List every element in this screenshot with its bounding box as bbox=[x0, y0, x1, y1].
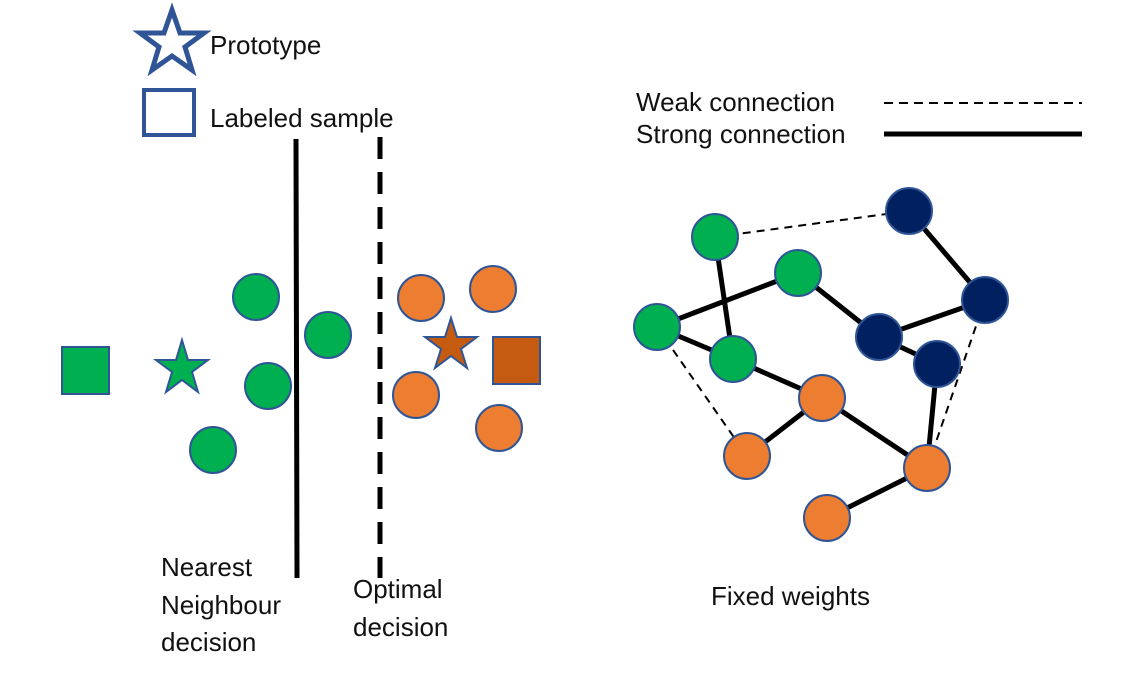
weak-edge bbox=[714, 210, 910, 238]
nn-caption-line-1: Nearest bbox=[161, 552, 253, 582]
graph-node-green bbox=[774, 249, 822, 297]
nearest-neighbour-boundary bbox=[293, 138, 300, 579]
graph-node-navy bbox=[885, 187, 933, 235]
graph-node-navy bbox=[913, 340, 961, 388]
graph-node-orange bbox=[798, 374, 846, 422]
orange-class-samples bbox=[392, 265, 541, 452]
legend-shapes bbox=[132, 2, 212, 137]
optimal-caption-line-1: Optimal bbox=[353, 574, 443, 604]
green-sample-1 bbox=[232, 273, 280, 321]
labeled-sample-label: Labeled sample bbox=[210, 103, 394, 133]
optimal-caption-line-2: decision bbox=[353, 612, 448, 642]
weak-edge bbox=[926, 299, 986, 469]
green-labeled-square bbox=[61, 346, 110, 395]
weak-connection-label: Weak connection bbox=[636, 87, 835, 117]
nn-caption-line-3: decision bbox=[161, 627, 256, 657]
graph-nodes bbox=[633, 187, 1009, 542]
green-sample-3 bbox=[244, 362, 292, 410]
graph-node-navy bbox=[961, 276, 1009, 324]
graph-node-navy bbox=[855, 313, 903, 361]
graph-node-green bbox=[633, 303, 681, 351]
strong-connection-label: Strong connection bbox=[636, 119, 846, 149]
orange-prototype-star bbox=[422, 314, 480, 371]
weak-edge bbox=[656, 326, 748, 457]
optimal-decision-caption: Optimal decision bbox=[353, 574, 450, 642]
graph-node-green bbox=[691, 213, 739, 261]
prototype-star-icon bbox=[132, 2, 212, 77]
graph-node-green bbox=[709, 335, 757, 383]
weak-edges bbox=[656, 210, 986, 469]
graph-node-orange bbox=[723, 432, 771, 480]
labeled-sample-square-icon bbox=[142, 88, 196, 137]
prototype-label: Prototype bbox=[210, 30, 321, 60]
green-sample-4 bbox=[189, 426, 237, 474]
orange-sample-2 bbox=[469, 265, 517, 313]
orange-sample-4 bbox=[475, 404, 523, 452]
nn-caption-line-2: Neighbour bbox=[161, 590, 281, 620]
strong-edge bbox=[656, 270, 799, 330]
graph-node-orange bbox=[803, 494, 851, 542]
graph-node-orange bbox=[903, 444, 951, 492]
orange-sample-3 bbox=[392, 371, 440, 419]
orange-labeled-square bbox=[492, 336, 541, 385]
green-prototype-star bbox=[153, 336, 211, 395]
green-sample-2 bbox=[304, 311, 352, 359]
orange-sample-1 bbox=[397, 274, 445, 322]
green-class-samples bbox=[61, 273, 352, 474]
nearest-neighbour-decision-caption: Nearest Neighbour decision bbox=[161, 552, 288, 657]
fixed-weights-caption: Fixed weights bbox=[711, 581, 870, 611]
